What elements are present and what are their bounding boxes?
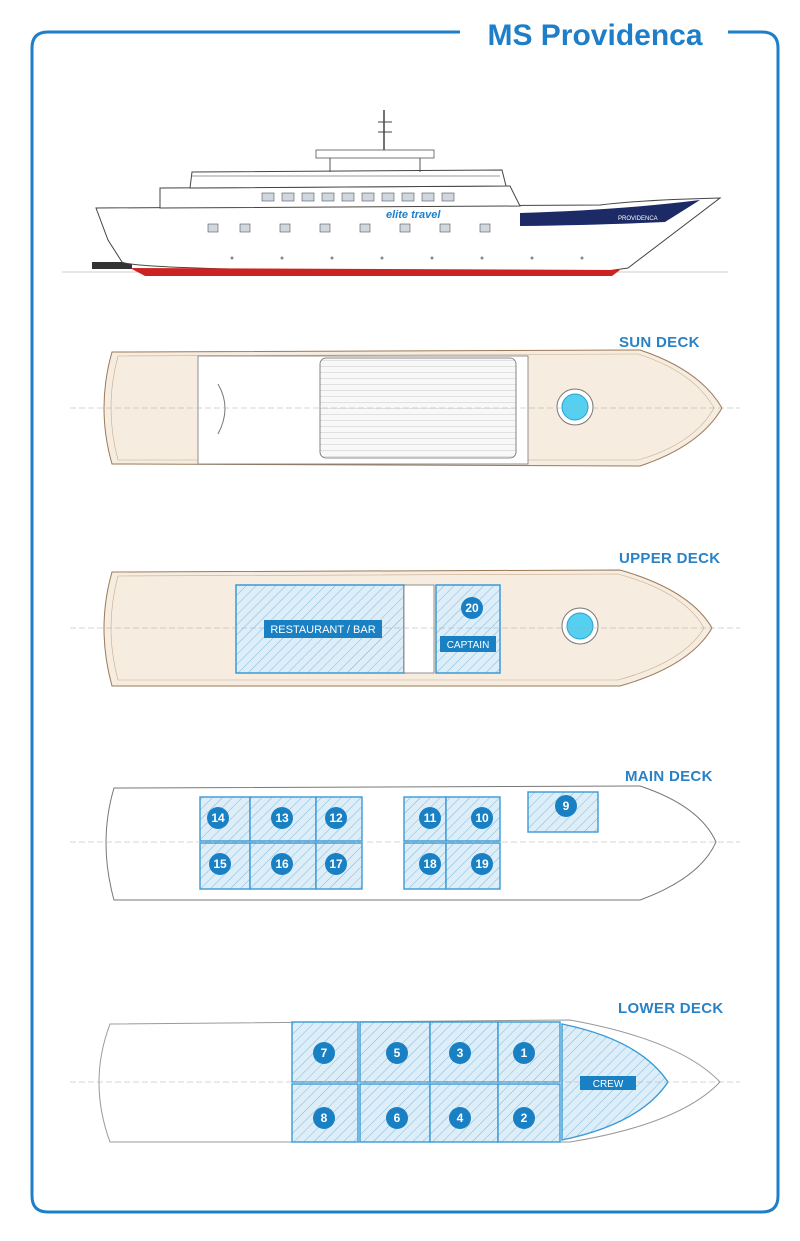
cabin-number: 18 — [423, 857, 437, 871]
cabin-badge[interactable]: 6 — [386, 1107, 408, 1129]
cabin-number: 8 — [321, 1111, 328, 1125]
cabin-badge[interactable]: 11 — [419, 807, 441, 829]
cabin-number: 3 — [457, 1046, 464, 1060]
cabin-badge[interactable]: 16 — [271, 853, 293, 875]
cabin-number: 11 — [424, 811, 437, 825]
cabin-number: 6 — [394, 1111, 401, 1125]
cabin-badge[interactable]: 12 — [325, 807, 347, 829]
cabin-badge[interactable]: 20 — [461, 597, 483, 619]
ship-profile: PROVIDENCA elite travel — [62, 110, 728, 276]
cabin-badge[interactable]: 19 — [471, 853, 493, 875]
crew-label: CREW — [593, 1079, 624, 1090]
upper-deck-plan — [70, 569, 740, 687]
cabin-number: 4 — [457, 1111, 464, 1125]
cabin-number: 13 — [275, 811, 289, 825]
cabin-number: 16 — [275, 857, 289, 871]
cabin-badge[interactable]: 18 — [419, 853, 441, 875]
cabin-number: 9 — [563, 799, 570, 813]
page-title: MS Providenca — [468, 14, 722, 58]
cabin-badge[interactable]: 5 — [386, 1042, 408, 1064]
cabin-number: 5 — [394, 1046, 401, 1060]
cabin-number: 12 — [329, 811, 343, 825]
lower-deck-plan — [70, 1019, 740, 1143]
cabin-badge[interactable]: 2 — [513, 1107, 535, 1129]
cabin-badge[interactable]: 9 — [555, 795, 577, 817]
deck-label-lower: LOWER DECK — [618, 1000, 724, 1017]
cabin-badge[interactable]: 1 — [513, 1042, 535, 1064]
deck-label-sun: SUN DECK — [619, 334, 700, 351]
cabin-badge[interactable]: 14 — [207, 807, 229, 829]
cabin-badge[interactable]: 10 — [471, 807, 493, 829]
brand-livery: elite travel — [386, 209, 441, 221]
restaurant-label-box — [264, 620, 382, 638]
cabin-badge[interactable]: 3 — [449, 1042, 471, 1064]
captain-label-box — [440, 636, 496, 652]
restaurant-label: RESTAURANT / BAR — [270, 624, 375, 636]
cabin-number: 14 — [211, 811, 225, 825]
crew-label-box — [580, 1076, 636, 1090]
cabin-number: 7 — [321, 1046, 328, 1060]
hull-name: PROVIDENCA — [618, 216, 658, 222]
cabin-badge[interactable]: 7 — [313, 1042, 335, 1064]
cabin-badge[interactable]: 4 — [449, 1107, 471, 1129]
main-deck-plan — [70, 785, 740, 901]
captain-label: CAPTAIN — [447, 640, 490, 651]
cabin-number: 1 — [521, 1046, 528, 1060]
cabin-number: 19 — [475, 857, 489, 871]
cabin-badge[interactable]: 8 — [313, 1107, 335, 1129]
cabin-number: 15 — [213, 857, 227, 871]
cabin-number: 20 — [465, 601, 479, 615]
cabin-number: 17 — [329, 857, 343, 871]
outer-border — [30, 30, 780, 1214]
deck-label-main: MAIN DECK — [625, 768, 713, 785]
deck-label-upper: UPPER DECK — [619, 550, 721, 567]
cabin-badge[interactable]: 17 — [325, 853, 347, 875]
sun-deck-plan — [70, 349, 740, 467]
cabin-number: 2 — [521, 1111, 528, 1125]
cabin-badge[interactable]: 15 — [209, 853, 231, 875]
cabin-number: 10 — [475, 811, 489, 825]
cabin-badge[interactable]: 13 — [271, 807, 293, 829]
